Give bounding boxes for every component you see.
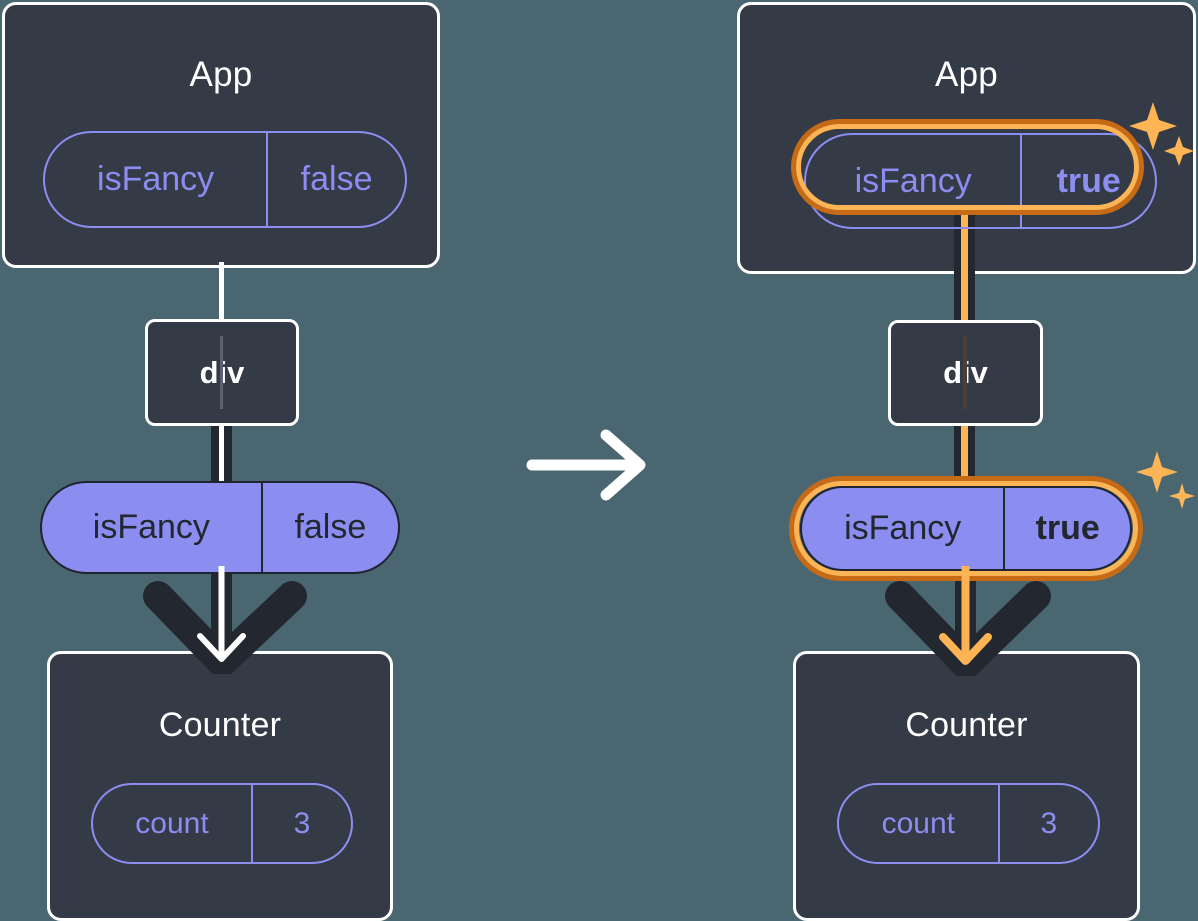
app-state-value-before: false [300,160,373,198]
app-title-after: App [935,55,998,94]
counter-box-before: Counter count 3 [47,651,393,921]
app-state-value-after: true [1056,161,1121,200]
app-state-key-after: isFancy [806,135,1023,227]
app-box-before: App isFancy false [2,2,440,268]
wire-core-app-to-div-after [961,210,968,326]
wire-through-div-before [220,336,223,409]
app-state-pill-before: isFancy false [43,131,407,228]
counter-state-value-after: 3 [1040,806,1058,840]
wire-core-div-to-prop-before [219,423,224,483]
wire-app-to-div-before [219,262,224,324]
prop-key-after: isFancy [802,488,1006,569]
counter-state-key-before: count [93,785,253,862]
prop-pill-before: isFancy false [40,481,400,574]
arrow-core-prop-to-counter-after [939,566,992,665]
prop-key-before: isFancy [42,483,263,572]
prop-value-after: true [1035,509,1100,547]
app-title-before: App [189,55,253,94]
counter-state-pill-after: count 3 [837,783,1100,864]
sparkle-icon-prop-after [1136,451,1195,509]
prop-value-before: false [294,508,367,546]
app-state-key-before: isFancy [45,133,269,226]
sparkle-icon-app-after [1129,102,1194,166]
app-box-after: App isFancy true [737,2,1196,274]
wire-core-div-to-prop-after [961,423,968,485]
app-state-pill-after: isFancy true [804,133,1157,229]
prop-pill-after: isFancy true [800,486,1132,571]
counter-state-key-after: count [839,785,1000,862]
wire-through-div-after [963,336,967,409]
transition-arrow-right-icon [526,429,646,501]
counter-box-after: Counter count 3 [793,651,1140,921]
counter-title-after: Counter [905,706,1028,744]
counter-state-pill-before: count 3 [91,783,353,864]
counter-title-before: Counter [158,706,282,744]
counter-state-value-before: 3 [293,806,311,840]
arrow-core-prop-to-counter-before [197,566,246,662]
